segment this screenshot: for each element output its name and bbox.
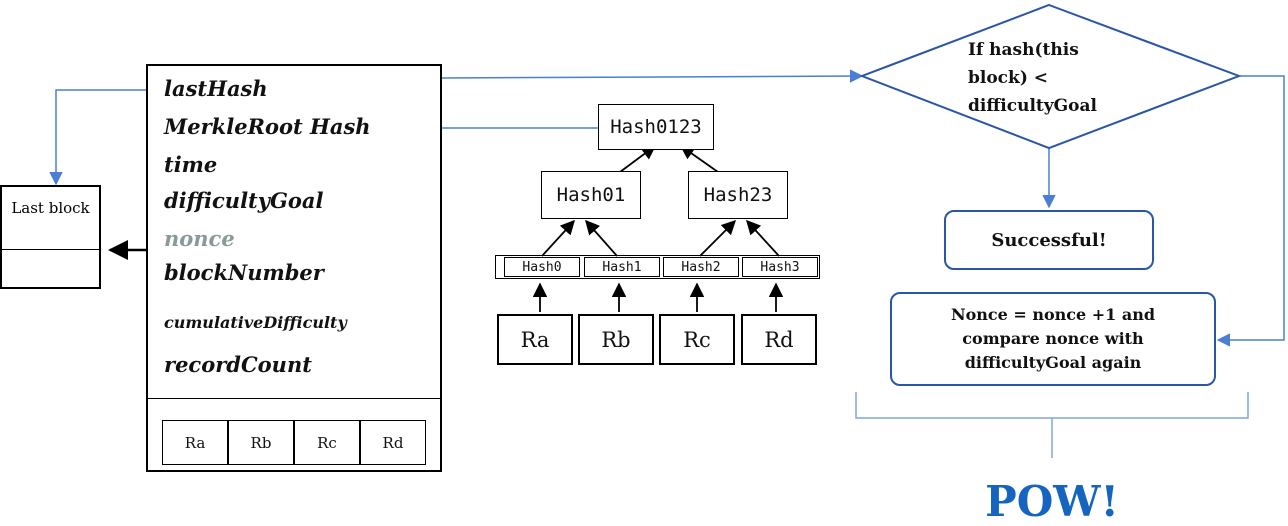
block-record: Rc xyxy=(294,420,360,465)
merkle-record: Rd xyxy=(741,314,817,365)
to-retry-arrow xyxy=(1216,75,1285,347)
merkle-record: Rb xyxy=(578,314,654,365)
tree-arrow xyxy=(619,145,657,173)
tree-arrow xyxy=(541,219,575,257)
merkle-leaf: Hash0 xyxy=(504,257,580,277)
block-header xyxy=(146,64,442,472)
last-block: Last block xyxy=(0,185,101,289)
merkle-leaf: Hash3 xyxy=(742,257,818,277)
merkle-leaf-row xyxy=(495,255,820,279)
merkle-root-node: Hash0123 xyxy=(598,104,714,150)
block-record: Ra xyxy=(162,420,228,465)
field-merkleroot: MerkleRoot Hash xyxy=(164,114,371,139)
tree-arrow xyxy=(585,219,618,257)
last-block-title: Last block xyxy=(11,199,90,217)
pow-bracket xyxy=(855,392,1249,458)
field-cumulativedifficulty: cumulativeDifficulty xyxy=(164,313,347,332)
lasthash-arrow xyxy=(49,89,146,186)
merkle-record: Rc xyxy=(659,314,735,365)
tree-arrow xyxy=(746,219,780,257)
pow-result: POW! xyxy=(985,477,1119,526)
merkle-record: Ra xyxy=(497,314,573,365)
field-time: time xyxy=(164,152,218,177)
merkle-leaf: Hash1 xyxy=(584,257,660,277)
field-blocknumber: blockNumber xyxy=(164,260,324,285)
merkle-node: Hash23 xyxy=(688,171,788,219)
block-record: Rd xyxy=(360,420,426,465)
to-condition-arrow xyxy=(439,69,864,83)
tree-arrow xyxy=(679,145,719,173)
success-box: Successful! xyxy=(944,210,1154,270)
condition-text: If hash(this block) < difficultyGoal xyxy=(968,40,1097,116)
last-block-divider xyxy=(2,249,99,250)
tree-arrow xyxy=(699,219,737,257)
condition-diamond xyxy=(859,3,1242,150)
retry-box: Nonce = nonce +1 and compare nonce with … xyxy=(890,292,1216,386)
merkle-node: Hash01 xyxy=(541,171,641,219)
header-divider xyxy=(146,398,442,399)
field-difficultygoal: difficultyGoal xyxy=(164,188,324,213)
field-recordcount: recordCount xyxy=(164,352,312,377)
block-record: Rb xyxy=(228,420,294,465)
merkle-leaf: Hash2 xyxy=(663,257,739,277)
field-lasthash: lastHash xyxy=(164,76,268,101)
field-nonce: nonce xyxy=(164,226,235,251)
